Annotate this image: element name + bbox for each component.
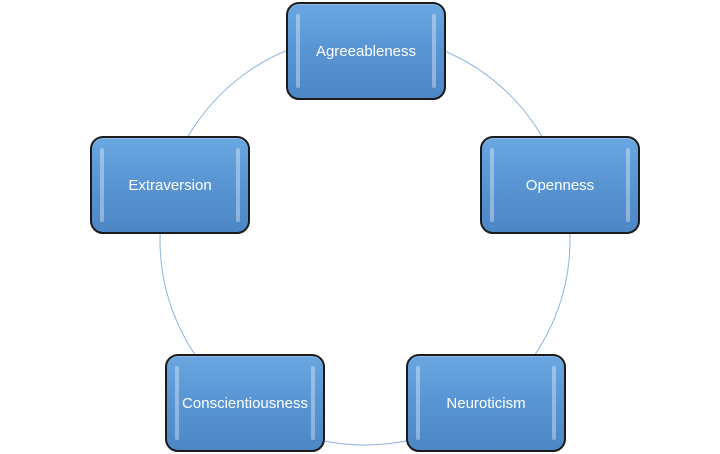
node-label-extraversion: Extraversion bbox=[128, 176, 212, 194]
node-openness: Openness bbox=[480, 136, 640, 234]
node-label-openness: Openness bbox=[525, 176, 595, 194]
node-neuroticism: Neuroticism bbox=[406, 354, 566, 452]
node-extraversion: Extraversion bbox=[90, 136, 250, 234]
node-label-agreeableness: Agreeableness bbox=[315, 42, 417, 60]
node-label-neuroticism: Neuroticism bbox=[446, 394, 526, 412]
node-conscientiousness: Conscientiousness bbox=[165, 354, 325, 452]
node-agreeableness: Agreeableness bbox=[286, 2, 446, 100]
node-label-conscientiousness: Conscientiousness bbox=[182, 394, 308, 412]
